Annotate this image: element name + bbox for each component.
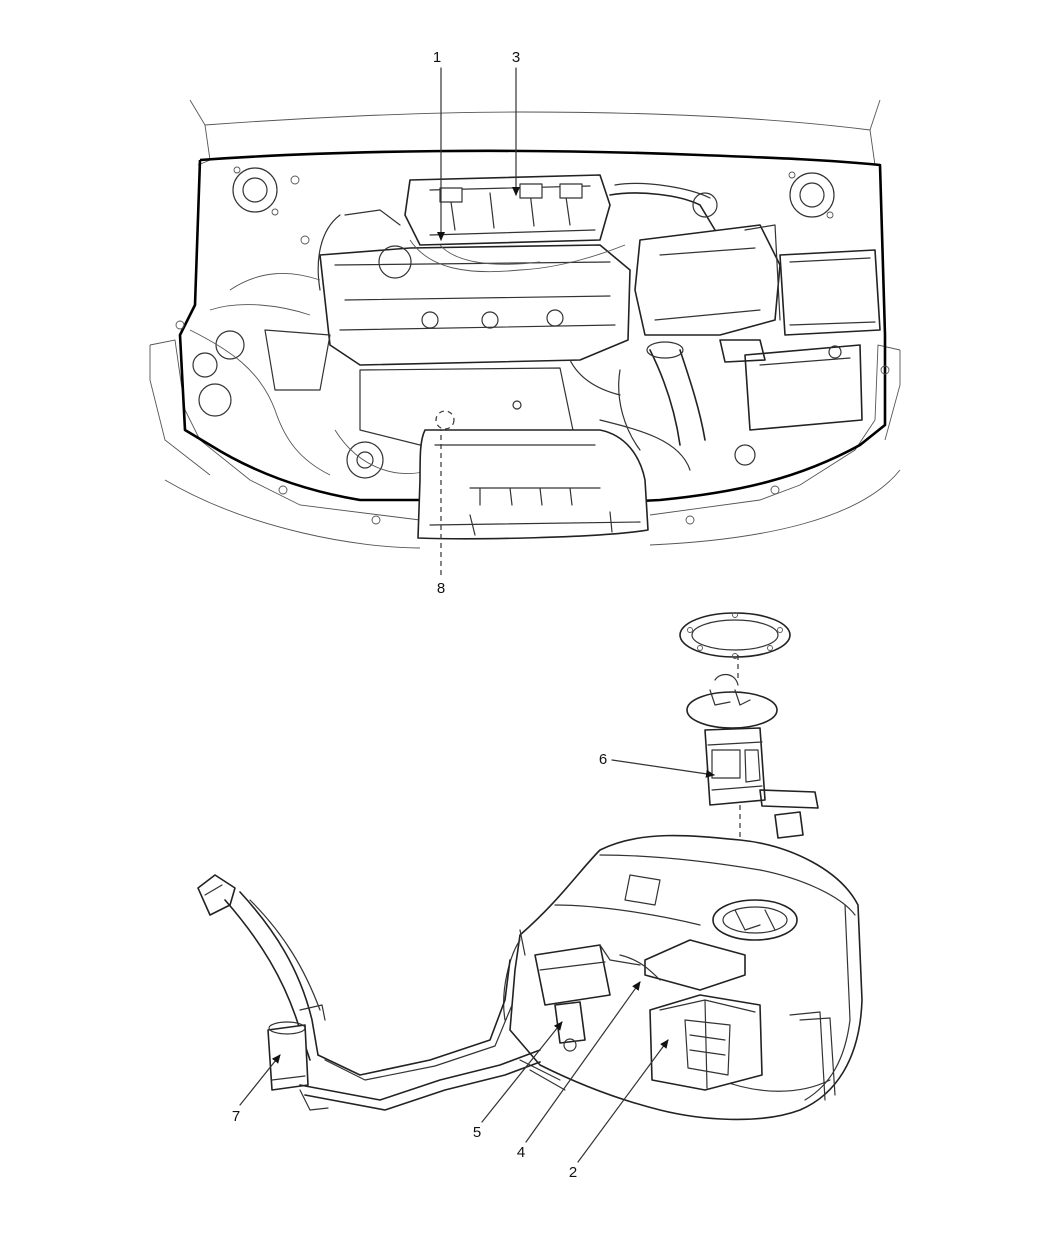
callout-label-1: 1 xyxy=(433,49,441,66)
callout-label-6: 6 xyxy=(599,751,607,768)
callout-5: 5 xyxy=(473,1021,563,1141)
fuel-pump-module-illustration xyxy=(679,612,819,839)
callout-2: 2 xyxy=(569,1039,669,1181)
callout-label-4: 4 xyxy=(517,1144,525,1161)
callout-6: 6 xyxy=(599,751,715,778)
fuel-tank-illustration xyxy=(503,834,863,1121)
callout-label-2: 2 xyxy=(569,1164,577,1181)
callout-7: 7 xyxy=(232,1054,281,1125)
callout-1: 1 xyxy=(433,49,445,241)
filler-neck-illustration xyxy=(197,874,541,1111)
callout-label-3: 3 xyxy=(512,49,520,66)
callout-8: 8 xyxy=(437,430,445,597)
callout-label-5: 5 xyxy=(473,1124,481,1141)
callout-label-8: 8 xyxy=(437,580,445,597)
callout-4: 4 xyxy=(517,981,641,1161)
callouts: 1 3 8 6 7 5 4 2 xyxy=(232,49,715,1181)
callout-label-7: 7 xyxy=(232,1108,240,1125)
callout-3: 3 xyxy=(512,49,520,196)
engine-bay-illustration xyxy=(149,99,901,549)
